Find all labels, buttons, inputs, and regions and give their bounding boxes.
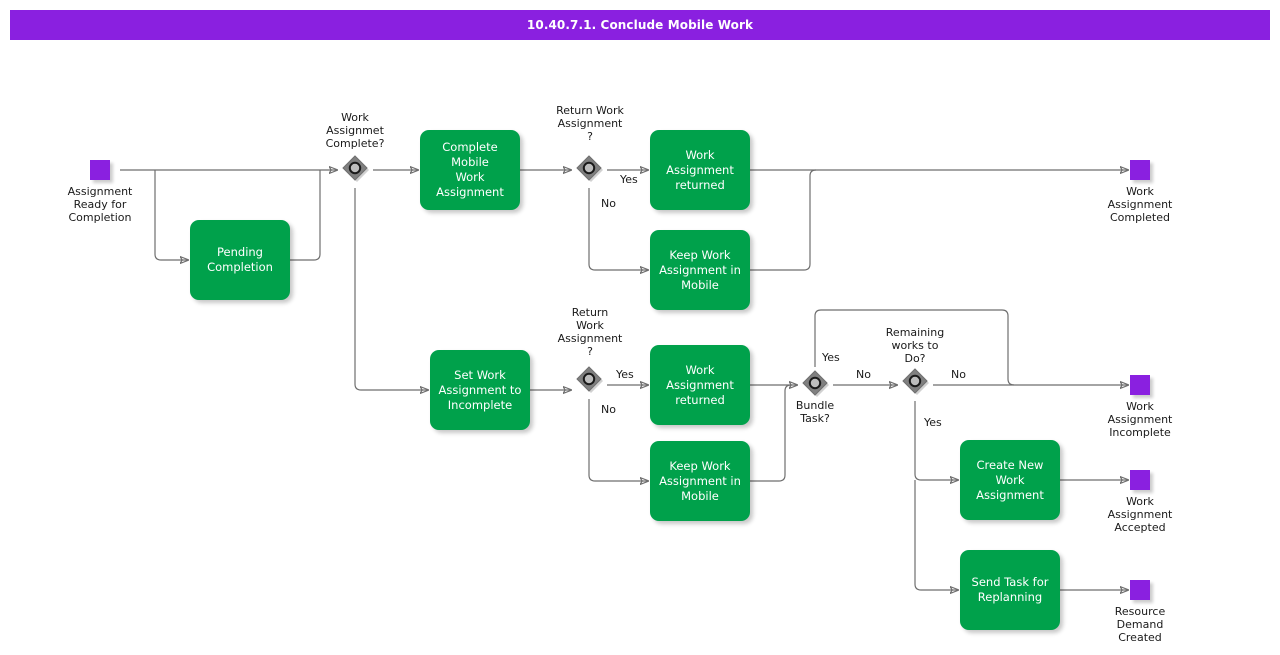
gateway-diamond-icon (342, 155, 369, 182)
edge-remaining-yes-send-replan (914, 480, 958, 590)
edge-label-yes-return-top: Yes (620, 173, 638, 186)
gateway-diamond-icon (902, 368, 929, 395)
edge-return-bottom-no (588, 399, 648, 481)
edge-label-no-return-bottom: No (601, 403, 616, 416)
edge-label-no-remaining: No (951, 368, 966, 381)
edge-label-yes-remaining: Yes (924, 416, 942, 429)
gateway-diamond-icon (576, 155, 603, 182)
page-title: 10.40.7.1. Conclude Mobile Work (10, 10, 1270, 40)
edge-label-yes-return-bottom: Yes (616, 368, 634, 381)
gateway-work-assignmet-complete[interactable] (340, 155, 370, 185)
end-event-icon (1130, 580, 1150, 600)
gateway-diamond-icon (802, 370, 829, 397)
end-event-icon (1130, 470, 1150, 490)
gateway-diamond-icon (576, 366, 603, 393)
edge-label-no-return-top: No (601, 197, 616, 210)
end-event-icon (1130, 160, 1150, 180)
edge-remaining-yes-create-new (914, 401, 958, 480)
edge-return-top-no (588, 188, 648, 270)
edge-label-no-bundle: No (856, 368, 871, 381)
gateway-return-work-assignment-bottom[interactable] (574, 366, 604, 396)
end-event-icon (1130, 375, 1150, 395)
gateway-remaining-works-to-do[interactable] (900, 368, 930, 398)
start-event-icon (90, 160, 110, 180)
edge-keep-top-merge (750, 169, 817, 271)
edge-pending-to-main (290, 170, 321, 261)
gateway-return-work-assignment-top[interactable] (574, 155, 604, 185)
edge-complete-gateway-to-set-incomplete (354, 188, 428, 390)
gateway-bundle-task[interactable] (800, 370, 830, 400)
edge-label-yes-bundle: Yes (822, 351, 840, 364)
